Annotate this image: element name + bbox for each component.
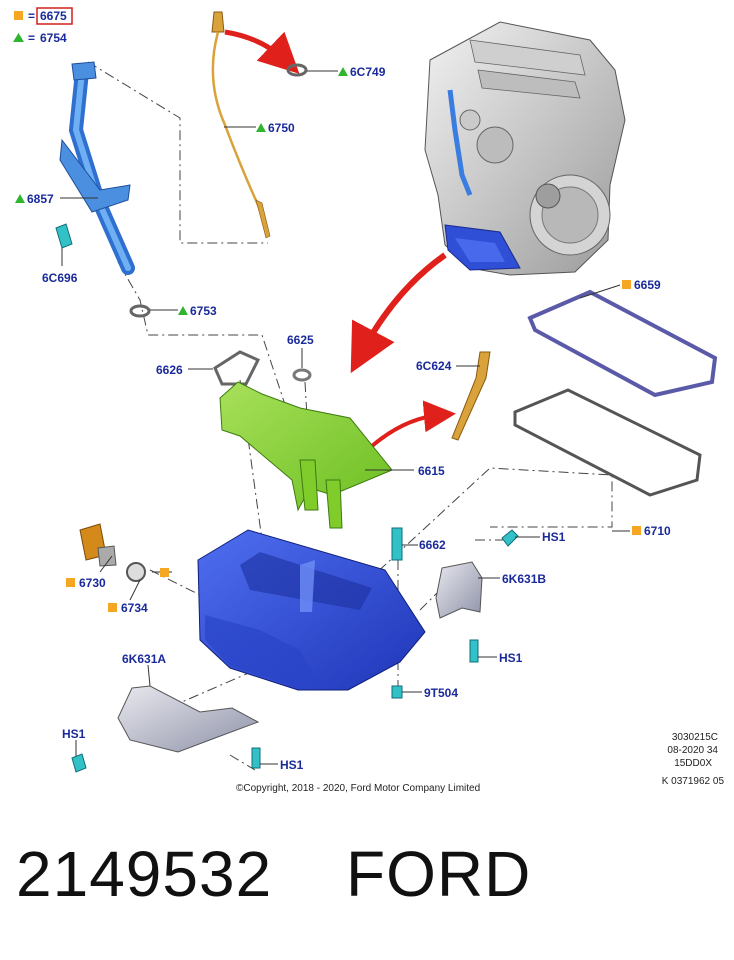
arrow-engine-to-pan <box>350 252 447 374</box>
callout-6K631B: 6K631B <box>502 572 546 586</box>
callout-6615: 6615 <box>418 464 445 478</box>
bolt-6C696 <box>55 223 73 249</box>
callout-6659: 6659 <box>634 278 661 292</box>
oil-baffle-6615 <box>219 381 393 529</box>
oil-pan-gaskets <box>513 289 718 497</box>
oil-pan-6675 <box>197 529 426 691</box>
callout-6730: 6730 <box>79 576 106 590</box>
callout-6C749: 6C749 <box>350 65 386 79</box>
callout-9T504: 9T504 <box>424 686 458 700</box>
callout-6C624: 6C624 <box>416 359 452 373</box>
legend-triangle-label: 6754 <box>40 31 67 45</box>
leader-lines <box>60 70 630 765</box>
callout-6750: 6750 <box>268 121 295 135</box>
callout-6753: 6753 <box>190 304 217 318</box>
svg-text:3030215C: 3030215C <box>672 732 718 743</box>
heat-shields <box>117 561 483 753</box>
seals <box>126 63 312 582</box>
svg-text:=: = <box>28 9 35 23</box>
callout-6625: 6625 <box>287 333 314 347</box>
green-triangle-icon <box>15 194 25 203</box>
arrow-to-oring <box>224 29 300 74</box>
bolts <box>55 223 519 773</box>
orange-square-icon <box>622 280 631 289</box>
orange-square-icon <box>14 11 23 20</box>
green-triangle-icon <box>13 33 24 42</box>
callout-HS1-left: HS1 <box>62 727 86 741</box>
heat-shield-6K631A <box>117 685 260 753</box>
callout-6626: 6626 <box>156 363 183 377</box>
engine-assembly <box>424 21 626 276</box>
gasket-6710 <box>513 388 702 497</box>
orange-square-icon <box>66 578 75 587</box>
copyright-notice: ©Copyright, 2018 - 2020, Ford Motor Comp… <box>236 783 480 794</box>
callout-HS1-bottom: HS1 <box>280 758 304 772</box>
callout-6857: 6857 <box>27 192 54 206</box>
oring-6753 <box>129 304 151 318</box>
svg-text:15DD0X: 15DD0X <box>674 758 712 769</box>
orange-square-icon <box>160 568 169 577</box>
legend-square-label: 6675 <box>40 9 67 23</box>
bolt-HS1-d <box>251 747 261 769</box>
callout-markers <box>15 67 641 612</box>
washer-6734 <box>126 562 146 582</box>
callout-HS1-top: HS1 <box>542 530 566 544</box>
orange-square-icon <box>108 603 117 612</box>
green-triangle-icon <box>338 67 348 76</box>
callout-6662: 6662 <box>419 538 446 552</box>
callout-6K631A: 6K631A <box>122 652 166 666</box>
part-number: 2149532 <box>16 838 273 910</box>
legend-highlight-box <box>36 7 73 25</box>
bolt-HS1-c <box>71 753 87 773</box>
orange-square-icon <box>632 526 641 535</box>
brand-name: FORD <box>346 838 532 910</box>
bolt-HS1-a <box>501 529 519 547</box>
legend: = 6675 = 6754 <box>13 7 73 45</box>
callout-HS1-right: HS1 <box>499 651 523 665</box>
svg-text:K 0371962 05: K 0371962 05 <box>662 776 725 787</box>
oil-level-sensor <box>451 351 491 441</box>
green-triangle-icon <box>256 123 266 132</box>
callout-6C696: 6C696 <box>42 271 78 285</box>
arrow-to-sensor <box>370 400 456 448</box>
gasket-6659 <box>527 289 718 398</box>
bolt-9T504 <box>391 685 403 699</box>
heat-shield-6K631B <box>435 561 483 619</box>
drawing-code: 3030215C 08-2020 34 15DD0X K 0371962 05 <box>662 732 725 787</box>
oil-filler-tube <box>59 61 135 275</box>
callout-6710: 6710 <box>644 524 671 538</box>
stud-6662 <box>391 527 403 561</box>
green-triangle-icon <box>178 306 188 315</box>
oring-6625 <box>292 368 312 382</box>
red-arrows <box>224 29 456 448</box>
oring-6C749 <box>286 63 308 77</box>
callout-labels: 6C749 6750 6857 6C696 6753 6659 6626 662… <box>27 65 671 772</box>
dipstick <box>211 11 271 239</box>
bolt-HS1-b <box>469 639 479 663</box>
svg-text:=: = <box>28 31 35 45</box>
callout-6734: 6734 <box>121 601 148 615</box>
gasket-6626 <box>213 350 261 386</box>
drain-plug-6730 <box>79 523 117 567</box>
svg-text:08-2020 34: 08-2020 34 <box>667 745 718 756</box>
